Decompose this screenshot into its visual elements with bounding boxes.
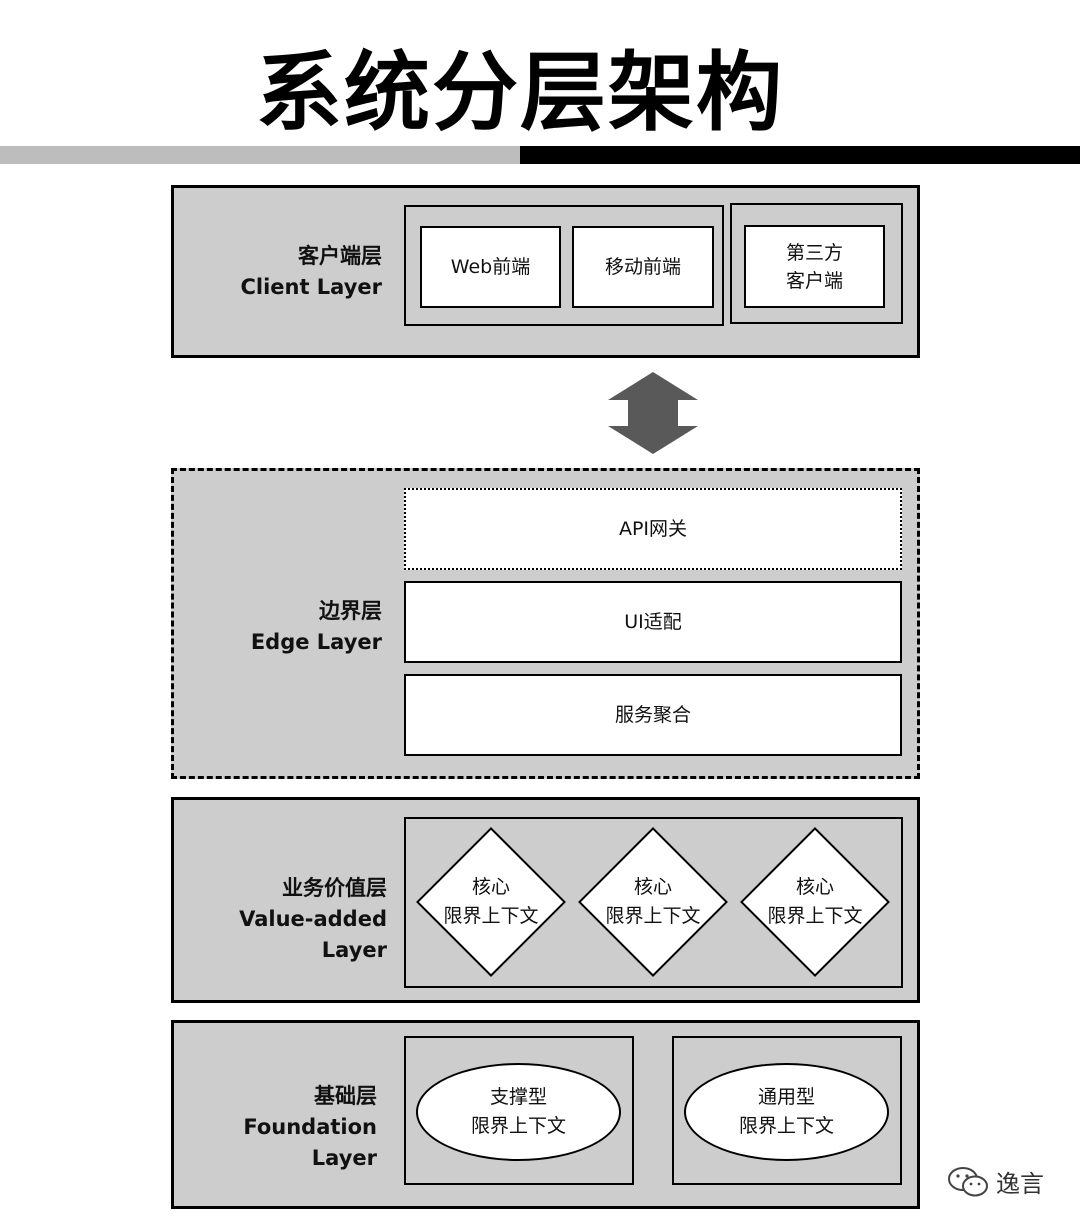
service-aggregation-box: 服务聚合	[404, 674, 902, 756]
ui-adapter-box: UI适配	[404, 581, 902, 663]
third-party-client-box: 第三方 客户端	[744, 225, 885, 308]
wechat-icon	[948, 1166, 988, 1196]
value-layer-label: 业务价值层 Value-added Layer	[172, 873, 387, 966]
foundation-layer-label-en: Foundation Layer	[243, 1115, 377, 1170]
edge-layer-label-en: Edge Layer	[250, 630, 382, 654]
foundation-layer-label: 基础层 Foundation Layer	[172, 1081, 377, 1174]
core-context-diamond: 核心 限界上下文	[578, 827, 728, 977]
watermark-text: 逸言	[996, 1170, 1044, 1198]
core-context-diamond: 核心 限界上下文	[416, 827, 566, 977]
value-layer-label-en: Value-added Layer	[239, 907, 387, 962]
header-bar-right	[520, 146, 1080, 164]
client-layer-label-en: Client Layer	[240, 275, 382, 299]
watermark: 逸言	[946, 1164, 1044, 1199]
client-layer-label: 客户端层 Client Layer	[172, 241, 382, 303]
foundation-layer-label-cn: 基础层	[314, 1084, 377, 1108]
mobile-frontend-box: 移动前端	[572, 226, 714, 308]
supporting-context-ellipse: 支撑型 限界上下文	[416, 1063, 621, 1161]
header-bar-left	[0, 146, 520, 164]
edge-layer-label: 边界层 Edge Layer	[172, 596, 382, 658]
bidirectional-arrow-icon	[608, 372, 698, 454]
client-layer-label-cn: 客户端层	[298, 244, 382, 268]
generic-context-ellipse: 通用型 限界上下文	[684, 1063, 889, 1161]
page-title: 系统分层架构	[256, 43, 784, 143]
edge-layer-label-cn: 边界层	[319, 599, 382, 623]
api-gateway-box: API网关	[404, 488, 902, 570]
web-frontend-box: Web前端	[420, 226, 561, 308]
core-context-diamond: 核心 限界上下文	[740, 827, 890, 977]
value-layer-label-cn: 业务价值层	[282, 876, 387, 900]
